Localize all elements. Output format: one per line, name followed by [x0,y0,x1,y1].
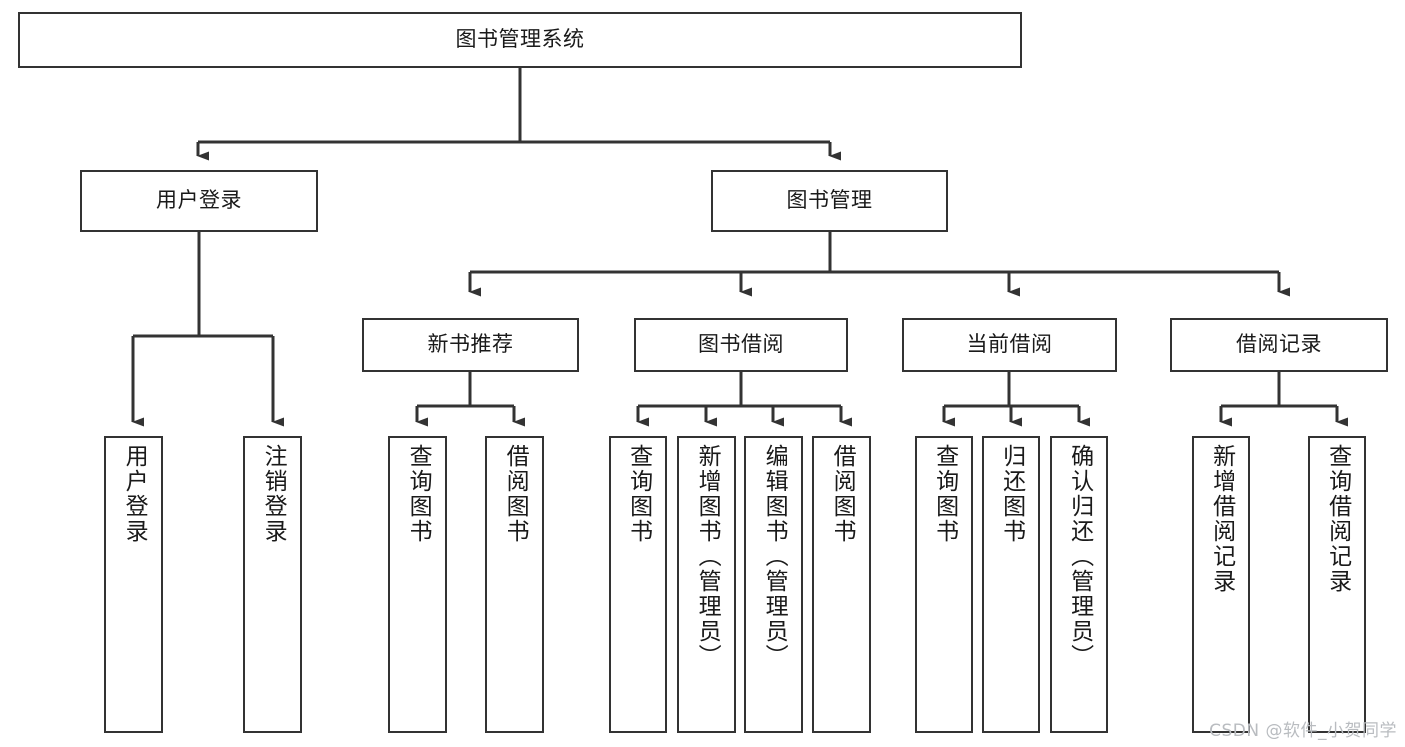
leaf-recommend-query-book[interactable]: 查询图书 [388,436,447,733]
node-label: 查询图书 [625,444,652,544]
node-book-manage[interactable]: 图书管理 [711,170,948,232]
leaf-user-login-logout[interactable]: 注销登录 [243,436,302,733]
leaf-borrow-borrow-book[interactable]: 借阅图书 [812,436,871,733]
node-root-system[interactable]: 图书管理系统 [18,12,1022,68]
csdn-watermark: CSDN @软件_小贺同学 [1209,721,1397,741]
node-label: 查询图书 [405,444,432,544]
node-label: 注销登录 [260,444,287,544]
node-label: 借阅图书 [829,444,856,544]
leaf-borrow-query-book[interactable]: 查询图书 [609,436,667,733]
node-label: 新书推荐 [427,332,514,357]
node-label: 图书管理 [786,188,873,213]
node-label: 确认归还（管理员） [1066,444,1093,669]
node-label: 图书管理系统 [455,27,585,52]
leaf-user-login-login[interactable]: 用户登录 [104,436,163,733]
node-label: 图书借阅 [698,332,784,357]
leaf-current-confirm-return[interactable]: 确认归还（管理员） [1050,436,1108,733]
node-label: 当前借阅 [966,332,1053,357]
node-borrow-record[interactable]: 借阅记录 [1170,318,1388,372]
node-book-borrow[interactable]: 图书借阅 [634,318,848,372]
leaf-record-add-record[interactable]: 新增借阅记录 [1192,436,1250,733]
node-label: 用户登录 [121,444,148,544]
leaf-borrow-add-book[interactable]: 新增图书（管理员） [677,436,736,733]
node-label: 编辑图书（管理员） [761,444,788,669]
leaf-borrow-edit-book[interactable]: 编辑图书（管理员） [744,436,803,733]
leaf-current-query-book[interactable]: 查询图书 [915,436,973,733]
leaf-recommend-borrow-book[interactable]: 借阅图书 [485,436,544,733]
node-label: 归还图书 [998,444,1025,544]
node-label: 查询图书 [931,444,958,544]
node-label: 新增借阅记录 [1208,444,1235,594]
node-label: 新增图书（管理员） [694,444,721,669]
node-user-login[interactable]: 用户登录 [80,170,318,232]
leaf-current-return-book[interactable]: 归还图书 [982,436,1040,733]
node-current-borrow[interactable]: 当前借阅 [902,318,1117,372]
node-label: 借阅图书 [502,444,529,544]
node-label: 借阅记录 [1236,332,1322,357]
node-new-book-recommend[interactable]: 新书推荐 [362,318,579,372]
leaf-record-query-record[interactable]: 查询借阅记录 [1308,436,1366,733]
node-label: 查询借阅记录 [1324,444,1351,594]
node-label: 用户登录 [156,188,242,213]
